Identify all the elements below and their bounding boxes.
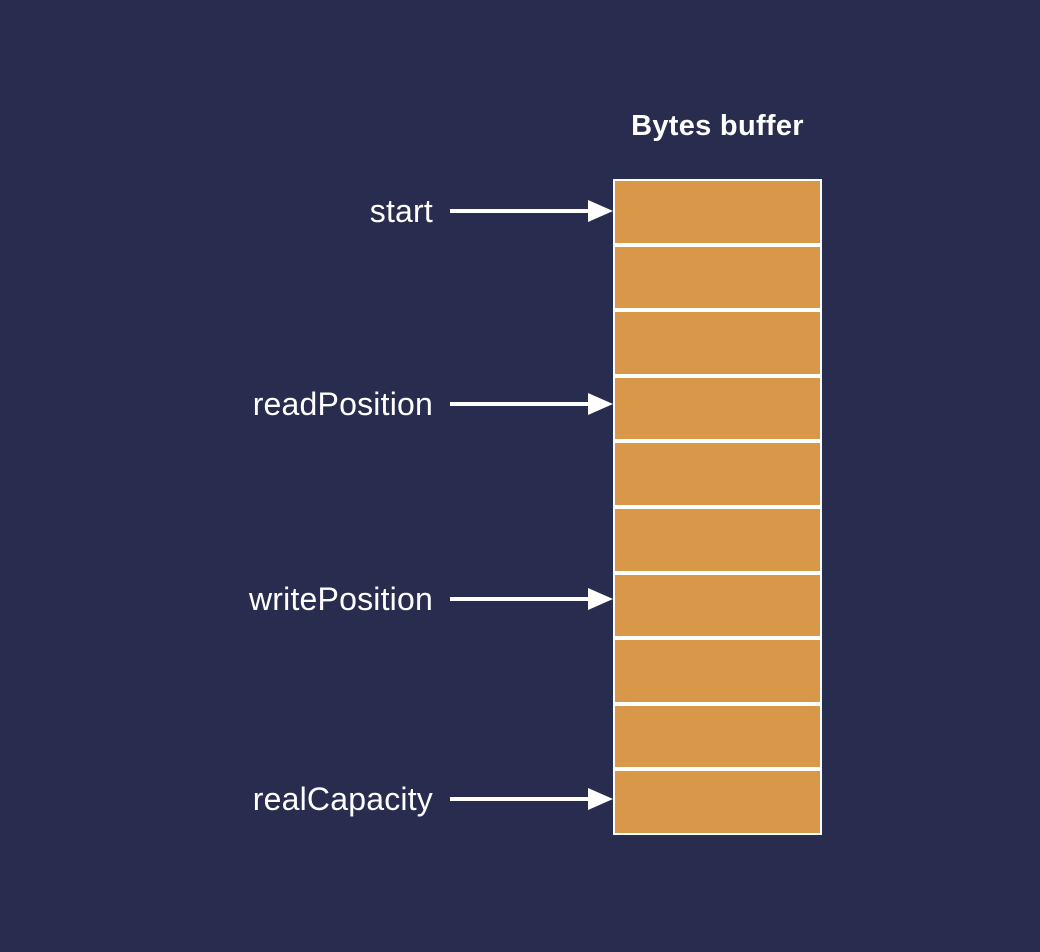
arrow-right-icon (450, 189, 613, 233)
buffer-cell (615, 312, 820, 378)
pointer-label-write-position: writePosition (248, 581, 433, 617)
arrow-right-icon (450, 777, 613, 821)
pointer-real-capacity: realCapacity (0, 777, 613, 821)
buffer-cell (615, 574, 820, 641)
buffer-cell (615, 640, 820, 706)
pointer-write-position: writePosition (0, 577, 613, 621)
buffer-cell (615, 181, 820, 247)
buffer-cell (615, 377, 820, 444)
arrow-head (588, 393, 613, 415)
pointer-label-start: start (369, 193, 433, 229)
buffer-cell (615, 705, 820, 772)
pointer-start: start (0, 189, 613, 233)
arrow-head (588, 788, 613, 810)
buffer-cell (615, 443, 820, 509)
buffer-cell (615, 246, 820, 313)
arrow-shaft (450, 209, 592, 213)
buffer-cell (615, 508, 820, 575)
buffer-cell (615, 771, 820, 833)
pointer-label-real-capacity: realCapacity (252, 781, 433, 817)
page-title: Bytes buffer (631, 110, 804, 142)
arrow-shaft (450, 402, 592, 406)
arrow-head (588, 200, 613, 222)
pointer-label-read-position: readPosition (252, 386, 433, 422)
bytes-buffer-column (613, 179, 822, 835)
arrow-shaft (450, 597, 592, 601)
arrow-right-icon (450, 577, 613, 621)
arrow-shaft (450, 797, 592, 801)
arrow-head (588, 588, 613, 610)
pointer-read-position: readPosition (0, 382, 613, 426)
arrow-right-icon (450, 382, 613, 426)
